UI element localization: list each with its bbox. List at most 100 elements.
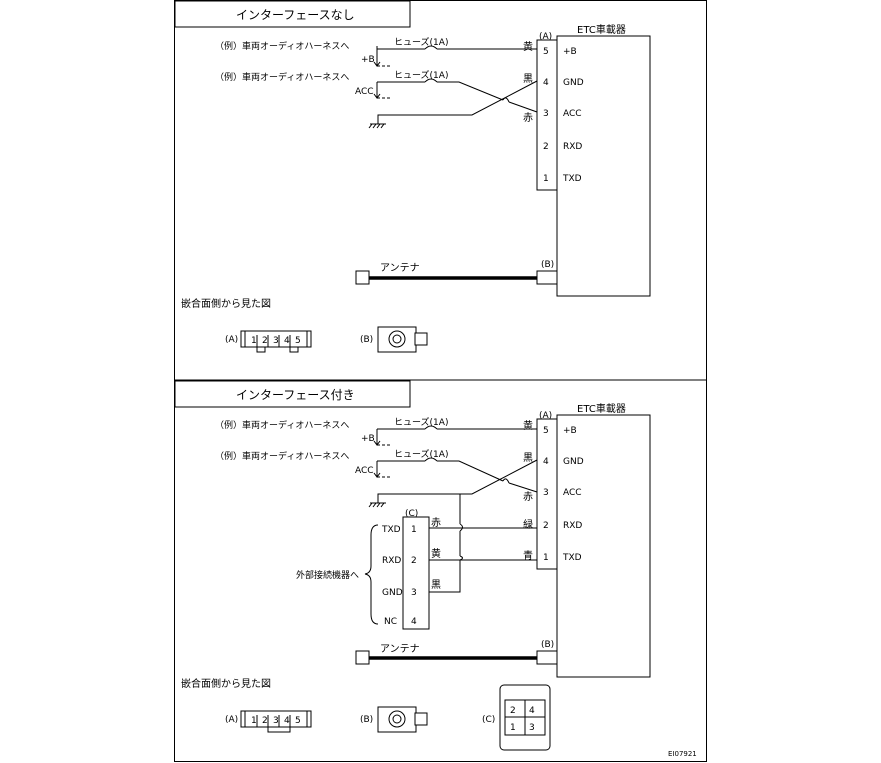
etc-unit-label: ETC車載器 [577, 23, 626, 36]
fuse-symbol [424, 457, 438, 462]
feed-acc-label: （例）車両オーディオハーネスへ [215, 450, 349, 462]
wire-color: 黒 [523, 452, 533, 464]
section-title-box [174, 0, 411, 28]
wire-hop [502, 97, 510, 103]
coax-inner [392, 334, 402, 344]
ext-pin-number: 2 [411, 556, 417, 566]
ext-pin-number: 1 [411, 525, 417, 535]
signal-bplus-label: +B [361, 434, 375, 444]
signal-acc-label: ACC [355, 87, 374, 97]
connector-a-rail [244, 331, 308, 347]
connector-a [536, 39, 558, 191]
pin-number: 1 [543, 553, 549, 563]
etc-unit-box [556, 414, 651, 678]
connector-a [536, 418, 558, 570]
ext-pin-signal: TXD [381, 525, 401, 535]
connector-a-label: (A) [539, 411, 552, 421]
pin-number: 2 [543, 142, 549, 152]
signal-bplus-label: +B [361, 55, 375, 65]
ext-wire-color: 赤 [431, 517, 441, 529]
ext-brace [364, 524, 379, 625]
pin-signal: ACC [563, 488, 582, 498]
wire-hop [459, 555, 463, 561]
pin-signal: ACC [563, 109, 582, 119]
ext-wire-color: 黄 [431, 547, 441, 560]
pin-number: 4 [543, 78, 549, 88]
coax-outer [388, 710, 406, 728]
pin-number: 2 [543, 521, 549, 531]
coax-inner [392, 714, 402, 724]
ground-wire [377, 459, 538, 503]
section-title-box [174, 380, 411, 408]
wire-color: 赤 [523, 491, 533, 503]
pin-signal: GND [563, 78, 584, 88]
etc-unit-box [556, 35, 651, 297]
fuse-label: ヒューズ(1A) [394, 448, 448, 460]
pin-number: 1 [543, 174, 549, 184]
pin-number: 5 [543, 426, 549, 436]
wire-hop [459, 523, 463, 532]
pin-signal: +B [563, 426, 577, 436]
view-c-label: (C) [482, 715, 495, 725]
wire-color: 黒 [523, 73, 533, 85]
ground-icon [368, 123, 386, 129]
view-b-label: (B) [360, 335, 373, 345]
ground-icon [368, 502, 386, 508]
fuse-label: ヒューズ(1A) [394, 36, 448, 48]
pin-signal: GND [563, 457, 584, 467]
feed-acc-label: （例）車両オーディオハーネスへ [215, 71, 349, 83]
fuse-symbol [424, 78, 438, 83]
fuse-label: ヒューズ(1A) [394, 69, 448, 81]
wire-color: 緑 [523, 518, 533, 531]
antenna-box [355, 270, 370, 285]
pin-signal: +B [563, 47, 577, 57]
pin-cell: 4 [284, 336, 290, 346]
wire-hop [502, 478, 510, 484]
pin-number: 4 [543, 457, 549, 467]
pin-signal: TXD [562, 174, 582, 184]
ext-pin-signal: RXD [382, 556, 401, 566]
pin-cell: 3 [529, 723, 535, 733]
pin-cell: 5 [295, 716, 301, 726]
ext-wire-color: 黒 [431, 579, 441, 591]
acc-cross-wire [437, 460, 538, 493]
pin-cell: 2 [262, 336, 268, 346]
view-a-label: (A) [225, 715, 238, 725]
feed-bplus-label: （例）車両オーディオハーネスへ [215, 419, 349, 431]
fuse-label: ヒューズ(1A) [394, 416, 448, 428]
ext-device-label: 外部接続機器へ [296, 569, 359, 581]
ext-pin-signal: GND [382, 588, 403, 598]
pin-cell: 2 [262, 716, 268, 726]
connector-b-latch [414, 332, 428, 346]
pin-cell: 3 [273, 716, 279, 726]
pin-cell: 2 [510, 706, 516, 716]
section-title: インターフェース付き [236, 388, 355, 402]
pin-cell: 5 [295, 336, 301, 346]
connector-a-label: (A) [539, 32, 552, 42]
pin-cell: 3 [273, 336, 279, 346]
pin-number: 5 [543, 47, 549, 57]
feed-bplus-label: （例）車両オーディオハーネスへ [215, 40, 349, 52]
gnd-link-wire [429, 560, 461, 593]
pin-cell: 4 [529, 706, 535, 716]
connector-latch [289, 346, 299, 353]
antenna-label: アンテナ [380, 643, 420, 655]
view-b-label: (B) [360, 715, 373, 725]
antenna-label: アンテナ [380, 262, 420, 274]
connector-b [536, 650, 558, 665]
view-title: 嵌合面側から見た図 [181, 297, 271, 310]
acc-arrow [373, 461, 381, 478]
view-a-label: (A) [225, 335, 238, 345]
signal-acc-label: ACC [355, 466, 374, 476]
connector-c-label: (C) [405, 509, 418, 519]
ext-pin-number: 3 [411, 588, 417, 598]
section-without-interface: インターフェースなし ETC車載器 (A) 5 4 3 2 1 +B GND A… [174, 0, 651, 353]
view-title: 嵌合面側から見た図 [181, 677, 271, 690]
connector-a-rail [244, 711, 308, 727]
connector-b [536, 270, 558, 285]
coax-outer [388, 330, 406, 348]
connector-c [402, 516, 430, 630]
etc-unit-label: ETC車載器 [577, 402, 626, 415]
pin-signal: RXD [563, 142, 582, 152]
